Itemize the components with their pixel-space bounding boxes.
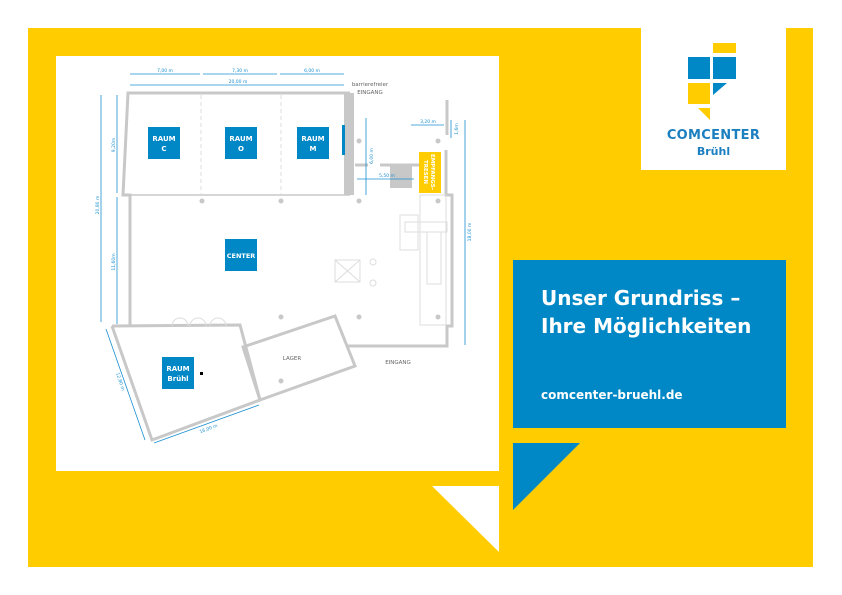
dimension-label: 7,30 m: [232, 68, 248, 74]
room-label: C: [161, 145, 166, 153]
entrance-label: EINGANG: [385, 360, 411, 366]
logo-subname: Brühl: [696, 145, 731, 158]
logo-name: COMCENTER: [666, 128, 761, 143]
logo[interactable]: COMCENTER Brühl: [641, 28, 786, 170]
room-label: O: [238, 145, 244, 153]
room-label: RAUM: [166, 365, 189, 373]
room-label: RAUM: [301, 135, 324, 143]
marker: [200, 372, 203, 375]
room-label: M: [310, 145, 317, 153]
room-label: RAUM: [152, 135, 175, 143]
room-label: CENTER: [227, 252, 256, 260]
headline-line2: Ihre Möglichkeiten: [541, 314, 752, 338]
room-center[interactable]: [225, 239, 257, 271]
dimension-label: 5,50 m: [379, 173, 395, 179]
room-raum-o[interactable]: [225, 127, 257, 159]
dimension-label: 18,00 m: [467, 223, 473, 242]
wall-block: [344, 93, 354, 195]
stairs: [171, 194, 448, 327]
reception-label: TRESEN: [422, 160, 428, 184]
dimension-label: 9,20m: [111, 138, 117, 152]
speech-tail-blue: [513, 443, 580, 510]
dimension-label: 6,00 m: [304, 68, 320, 74]
website-link[interactable]: comcenter-bruehl.de: [541, 388, 683, 402]
dimension-label: 20,00 m: [229, 79, 248, 85]
room-raum-bruehl[interactable]: [162, 357, 194, 389]
dimension-label: 12,80 m: [114, 372, 125, 392]
dimension-lines: [100, 73, 466, 444]
dimension-label: 16,00 m: [199, 423, 219, 435]
room-raum-m[interactable]: [297, 127, 329, 159]
logo-mark-icon: [688, 43, 736, 120]
dimension-label: 6,00 m: [369, 148, 375, 164]
dimension-label: 11,60m: [111, 253, 117, 270]
wall-block: [390, 165, 412, 188]
room-label: Brühl: [167, 375, 188, 383]
dimension-label: 7,00 m: [157, 68, 173, 74]
room-raum-c[interactable]: [148, 127, 180, 159]
dimension-label: 1,6m: [454, 123, 460, 135]
dimension-label: 3,20 m: [420, 119, 436, 125]
entrance-label: barrierefreier: [352, 82, 389, 88]
info-box: Unser Grundriss – Ihre Möglichkeiten com…: [513, 260, 786, 428]
headline-line1: Unser Grundriss –: [541, 286, 741, 310]
reception-label: EMPFANGS-: [429, 154, 435, 190]
entrance-label: EINGANG: [357, 90, 383, 96]
reception-desk: [419, 152, 441, 193]
room-boxes: [148, 125, 345, 389]
room-dividers: [200, 95, 282, 194]
columns: [199, 138, 441, 384]
lager-label: LAGER: [283, 356, 302, 362]
speech-tail-white: [432, 486, 499, 552]
room-label: RAUM: [229, 135, 252, 143]
dimension-label: 20,80 m: [95, 196, 101, 215]
